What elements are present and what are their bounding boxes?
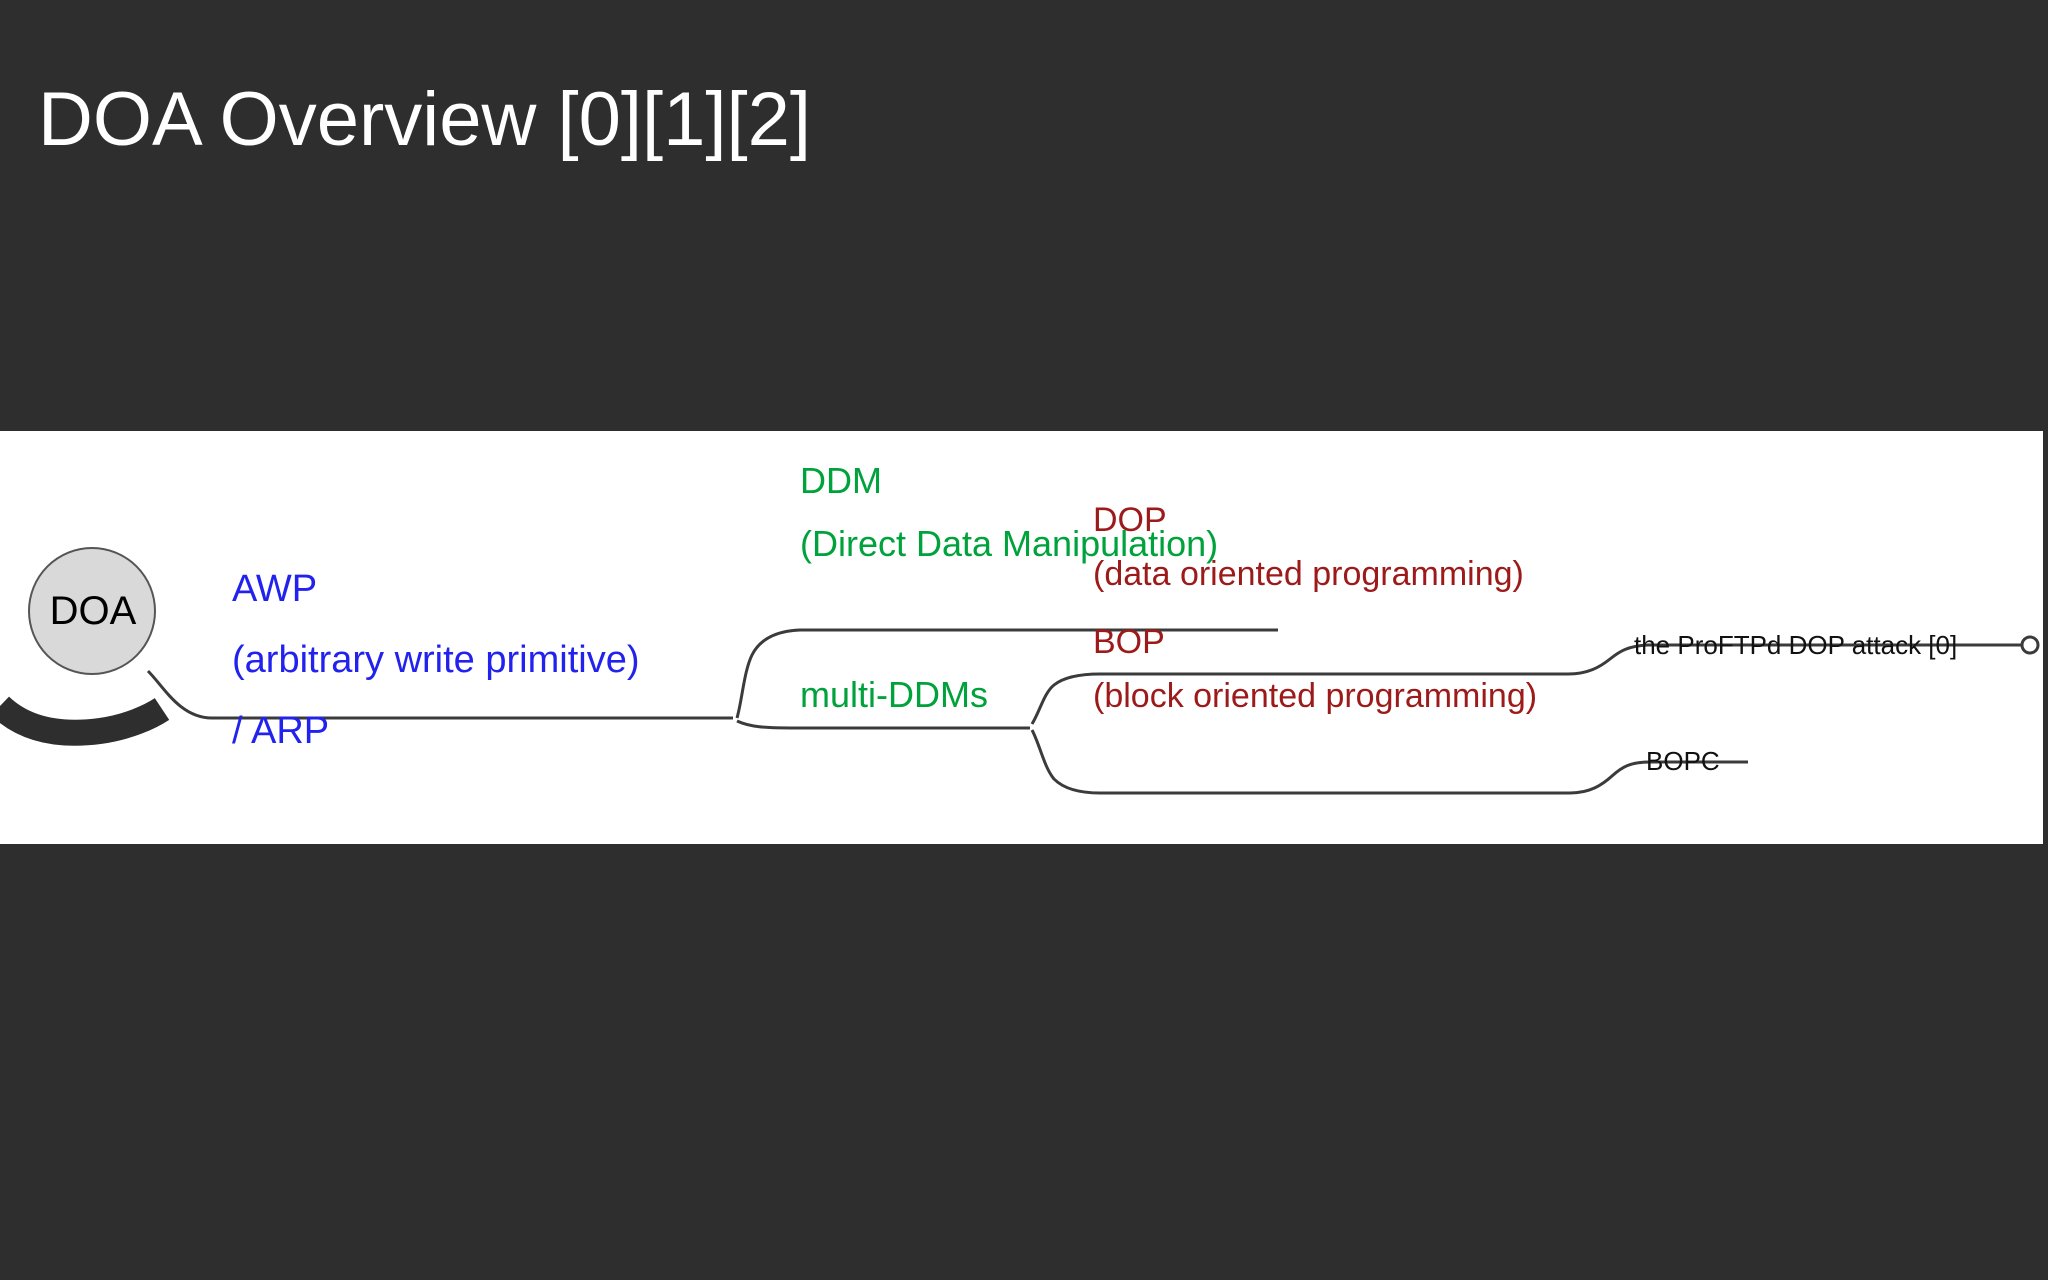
root-node-ellipse xyxy=(28,547,156,675)
root-node-label: DOA xyxy=(49,589,137,633)
trunk-awp-path xyxy=(146,669,730,720)
bop-label-line1: BOP xyxy=(1093,623,1165,661)
mindmap-panel: DOA AWP (arbitrary write primitive) / AR… xyxy=(0,431,2043,844)
dop-branch-path xyxy=(1030,672,1568,725)
dop-label-line1: DOP xyxy=(1093,501,1167,539)
proftpd-leaf-path xyxy=(1567,643,2024,676)
page-title: DOA Overview [0][1][2] xyxy=(38,77,811,162)
root-stub-path xyxy=(0,696,170,746)
bopc-leaf-path xyxy=(1569,760,1748,795)
ddm-label-line1: DDM xyxy=(800,460,882,501)
mindmap-connectors xyxy=(0,547,2040,795)
awp-label-line1: AWP xyxy=(232,568,318,610)
bop-branch-path xyxy=(1030,729,1570,795)
dop-label-line2: (data oriented programming) xyxy=(1093,555,1524,593)
awp-label-line2: (arbitrary write primitive) xyxy=(232,639,640,681)
multi-ddms-label: multi-DDMs xyxy=(800,674,988,715)
proftpd-leaf-label: the ProFTPd DOP attack [0] xyxy=(1634,630,1958,660)
multi-ddms-branch-path xyxy=(736,719,1030,730)
proftpd-endpoint-circle xyxy=(2020,635,2040,655)
ddm-branch-path xyxy=(735,628,1278,719)
awp-label-line3: / ARP xyxy=(232,710,330,752)
ddm-label-line2: (Direct Data Manipulation) xyxy=(800,523,1219,564)
bop-label-line2: (block oriented programming) xyxy=(1093,677,1538,715)
bopc-leaf-label: BOPC xyxy=(1646,746,1720,776)
